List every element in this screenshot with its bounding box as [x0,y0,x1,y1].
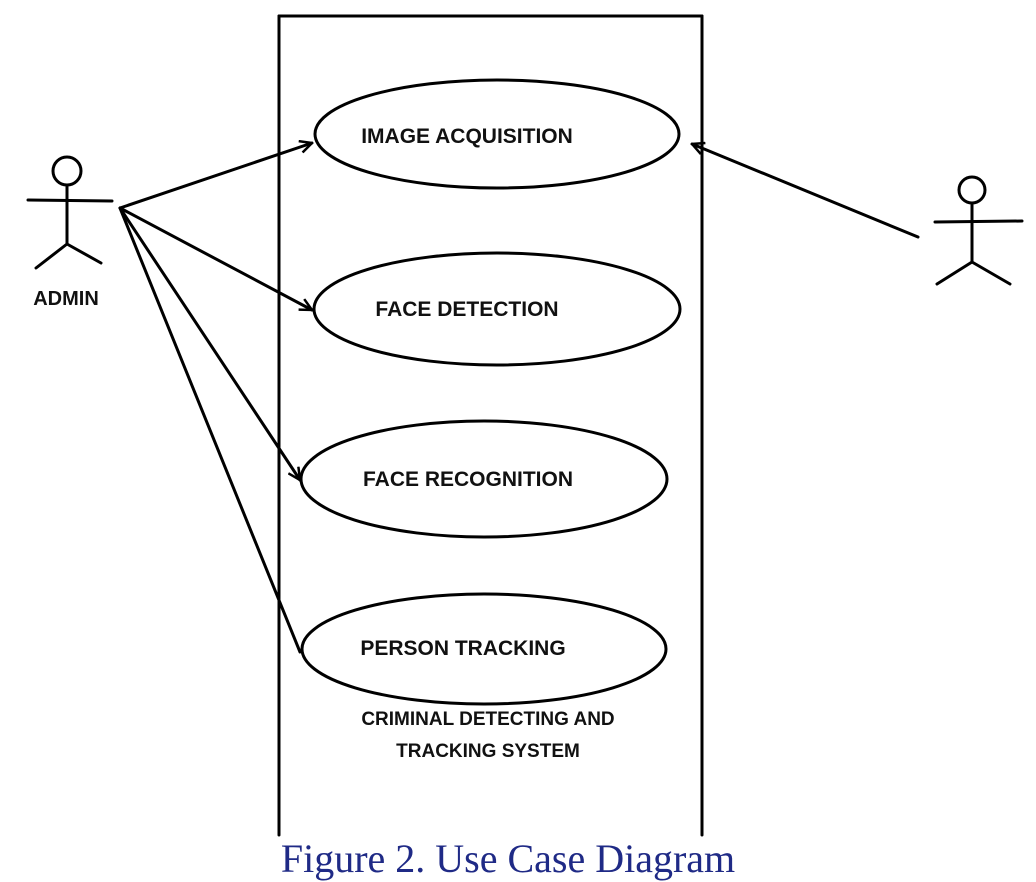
actor-left-leg [935,260,974,286]
actor-right-leg [970,260,1012,286]
figure-caption: Figure 2. Use Case Diagram [281,836,735,881]
user-actor-icon [933,175,1024,286]
admin-actor-icon [26,155,114,270]
use-case-ellipse [300,592,668,706]
actor-arms [933,219,1024,224]
system-label-line2: TRACKING SYSTEM [396,741,580,762]
actor-left-leg [34,242,69,270]
system-label-line1: CRIMINAL DETECTING AND [361,709,614,730]
line-admin-to-person-tracking [118,206,302,654]
use-case-face-detection: FACE DETECTION [312,251,682,367]
actor-head [957,175,987,205]
arrow-user-to-image-acquisition [692,144,920,239]
actor-right-leg [65,242,103,265]
arrow-admin-to-face-detection [118,206,312,312]
use-case-label: FACE DETECTION [375,298,558,321]
use-case-label: PERSON TRACKING [360,637,565,660]
actor-arms [26,198,114,203]
use-case-ellipse [313,78,681,190]
arrow-admin-to-face-recognition [118,206,300,480]
use-case-face-recognition: FACE RECOGNITION [299,419,669,539]
admin-actor-label: ADMIN [33,288,99,310]
use-case-person-tracking: PERSON TRACKING [300,592,668,706]
arrow-admin-to-image-acquisition [118,143,312,210]
use-case-label: FACE RECOGNITION [363,468,573,491]
use-case-label: IMAGE ACQUISITION [361,125,573,148]
use-case-image-acquisition: IMAGE ACQUISITION [313,78,681,190]
actor-head [51,155,83,187]
